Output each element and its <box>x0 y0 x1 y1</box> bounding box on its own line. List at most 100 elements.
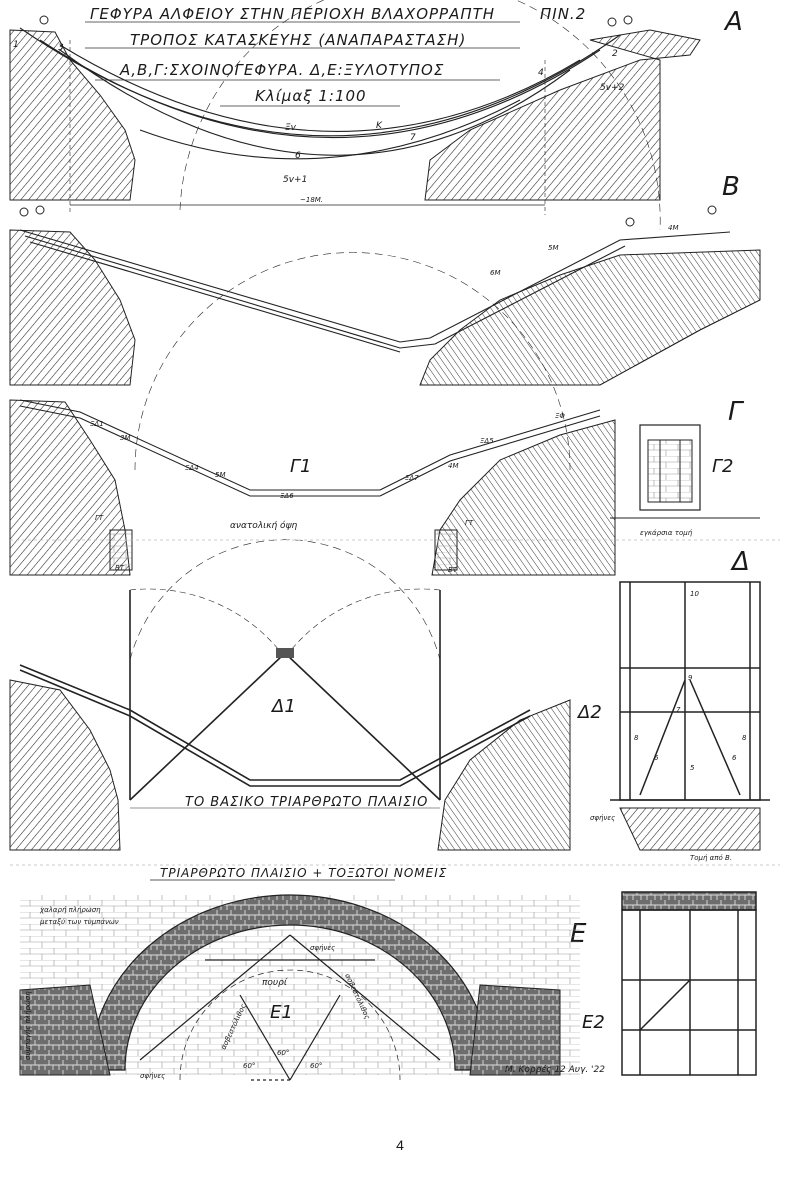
d-n8b: 8 <box>742 734 747 742</box>
e-pouri: πουρί <box>262 978 288 988</box>
panel-a: A 1 3 2 4 Ξv K 7 6 5v+1 5v+2 ~18M. <box>9 7 743 215</box>
title-line1: ΓΕΦΥΡΑ ΑΛΦΕΙΟΥ ΣΤΗΝ ΠΕΡΙΟΧΗ ΒΛΑΧΟΡΡΑΠΤΗ <box>90 5 495 23</box>
plate-number: ΠΙΝ.2 <box>540 5 586 23</box>
panel-b: B 4M 5M 6M <box>9 0 761 386</box>
g-xd5: ΞΔ5 <box>480 437 494 445</box>
left-cliff-g <box>9 399 131 576</box>
angle-3: 60° <box>310 1062 322 1070</box>
apex-joint <box>276 648 294 658</box>
panel-d: Δ Δ1 ΤΟ ΒΑΣΙΚΟ ΤΡΙΑΡΘΡΩΤΟ ΠΛΑΙΣΙΟ <box>9 539 770 862</box>
panel-d-letter: Δ <box>730 547 750 577</box>
b-label-5m: 5M <box>548 244 559 252</box>
e2-label: E2 <box>582 1012 605 1033</box>
pier-right <box>469 984 561 1076</box>
g-xd6: ΞΔ6 <box>280 492 294 500</box>
label-5v1: 5v+1 <box>283 175 307 185</box>
figure-left-b1 <box>19 207 29 217</box>
g-xd7: ΞΔ7 <box>405 474 419 482</box>
angle-1: 60° <box>243 1062 255 1070</box>
ropes-b <box>19 229 731 353</box>
frame-d1 <box>19 590 531 801</box>
d-n6a: 6 <box>654 754 659 762</box>
e-sfines: σφήνες <box>310 944 335 952</box>
d-n8a: 8 <box>634 734 639 742</box>
d-n10: 10 <box>690 590 699 598</box>
d2-cut-caption: Τομή από Β. <box>690 854 732 862</box>
label-6: 6 <box>295 151 301 161</box>
g-gt-right: ΓΤ <box>465 519 474 527</box>
figure-left-a <box>39 15 49 25</box>
panel-b-letter: B <box>722 172 740 202</box>
separators <box>10 539 780 866</box>
g-m5: 5M <box>215 471 226 479</box>
scale-label: Κλίμαξ 1:100 <box>255 87 367 105</box>
header: ΓΕΦΥΡΑ ΑΛΦΕΙΟΥ ΣΤΗΝ ΠΕΡΙΟΧΗ ΒΛΑΧΟΡΡΑΠΤΗ … <box>85 5 586 107</box>
page-number: 4 <box>396 1137 404 1153</box>
section-d2 <box>610 581 770 801</box>
left-cliff-d <box>9 679 121 851</box>
g1-label: Γ1 <box>290 456 311 477</box>
angle-2: 60° <box>277 1049 289 1057</box>
figure-right-b2 <box>707 205 717 215</box>
b-label-4m: 4M <box>668 224 679 232</box>
g2-label: Γ2 <box>712 456 733 477</box>
e-note-1: χαλαρή πλήρωση <box>39 906 101 914</box>
signature: Μ. Κορρές 12 Αυγ. '22 <box>505 1064 605 1075</box>
left-cliff-a <box>9 29 136 201</box>
g-xd1: ΞΔ1 <box>90 420 104 428</box>
d-n5: 5 <box>690 764 695 772</box>
figure-left-b2 <box>35 205 45 215</box>
ropes-a <box>19 27 621 160</box>
panel-e: ΤΡΙΑΡΘΡΩΤΟ ΠΛΑΙΣΙΟ + ΤΟΞΩΤΟΙ ΝΟΜΕΙΣ E E1… <box>19 866 757 1081</box>
span-label: ~18M. <box>300 196 323 204</box>
e1-label: E1 <box>270 1002 293 1023</box>
label-sv: Ξv <box>285 123 297 133</box>
e-top-caption: ΤΡΙΑΡΘΡΩΤΟ ΠΛΑΙΣΙΟ + ΤΟΞΩΤΟΙ ΝΟΜΕΙΣ <box>160 866 447 880</box>
d1-label: Δ1 <box>270 696 296 717</box>
d-n6b: 6 <box>732 754 737 762</box>
left-cliff-b <box>9 229 136 386</box>
ground-d2 <box>619 807 761 851</box>
figure-right-b1 <box>625 217 635 227</box>
g-gt-left: ΓΤ <box>95 514 104 522</box>
abutment-left-g <box>109 529 133 571</box>
g2-cut-caption: εγκάρσια τομή <box>640 529 693 537</box>
d-sfines: σφήνες <box>590 814 615 822</box>
g-m3: 3M <box>120 434 131 442</box>
section-g2 <box>610 424 760 519</box>
label-1: 1 <box>13 40 19 50</box>
g-m4: 4M <box>448 462 459 470</box>
centering-e1 <box>139 934 441 1081</box>
label-7: 7 <box>410 133 416 143</box>
g-xf: ΞΦ <box>555 412 565 420</box>
label-4: 4 <box>538 68 544 78</box>
section-e2 <box>621 891 757 1076</box>
d2-label: Δ2 <box>576 702 602 723</box>
abutment-right-g <box>434 529 458 571</box>
right-cliff-d <box>437 699 571 851</box>
d-n9: 9 <box>688 674 693 682</box>
g-caption: ανατολική όψη <box>230 520 298 531</box>
d-n7: 7 <box>676 706 681 714</box>
e-side-note: συμπαγής πλήρωση <box>24 991 32 1060</box>
label-3: 3 <box>58 43 64 53</box>
label-2: 2 <box>612 49 618 59</box>
title-line3: Α,Β,Γ:ΣΧΟΙΝΟΓΕΦΥΡΑ. Δ,Ε:ΞΥΛΟΤΥΠΟΣ <box>119 61 444 79</box>
panel-a-letter: A <box>723 7 743 37</box>
panel-g: Γ Γ1 ανατολική όψη ΞΔ1 ΞΔ4 ΞΔ6 ΞΔ7 ΞΔ5 Ξ… <box>9 252 760 576</box>
right-cliff-a <box>424 29 701 201</box>
panel-g-letter: Γ <box>728 397 745 427</box>
title-line2: ΤΡΟΠΟΣ ΚΑΤΑΣΚΕΥΗΣ (ΑΝΑΠΑΡΑΣΤΑΣΗ) <box>130 31 466 49</box>
figure-right-a <box>607 17 617 27</box>
right-cliff-g <box>431 419 616 576</box>
e-sfines-2: σφήνες <box>140 1072 165 1080</box>
e-note-2: μεταξύ των τυμπάνων <box>39 918 119 926</box>
g-xd4: ΞΔ4 <box>185 464 199 472</box>
right-cliff-b <box>419 249 761 386</box>
label-5v2: 5v+2 <box>600 83 625 93</box>
b-label-6m: 6M <box>490 269 501 277</box>
figure-right-a2 <box>623 15 633 25</box>
pier-left <box>19 984 111 1076</box>
ropes-g <box>19 399 601 497</box>
d-caption: ΤΟ ΒΑΣΙΚΟ ΤΡΙΑΡΘΡΩΤΟ ΠΛΑΙΣΙΟ <box>185 795 428 810</box>
